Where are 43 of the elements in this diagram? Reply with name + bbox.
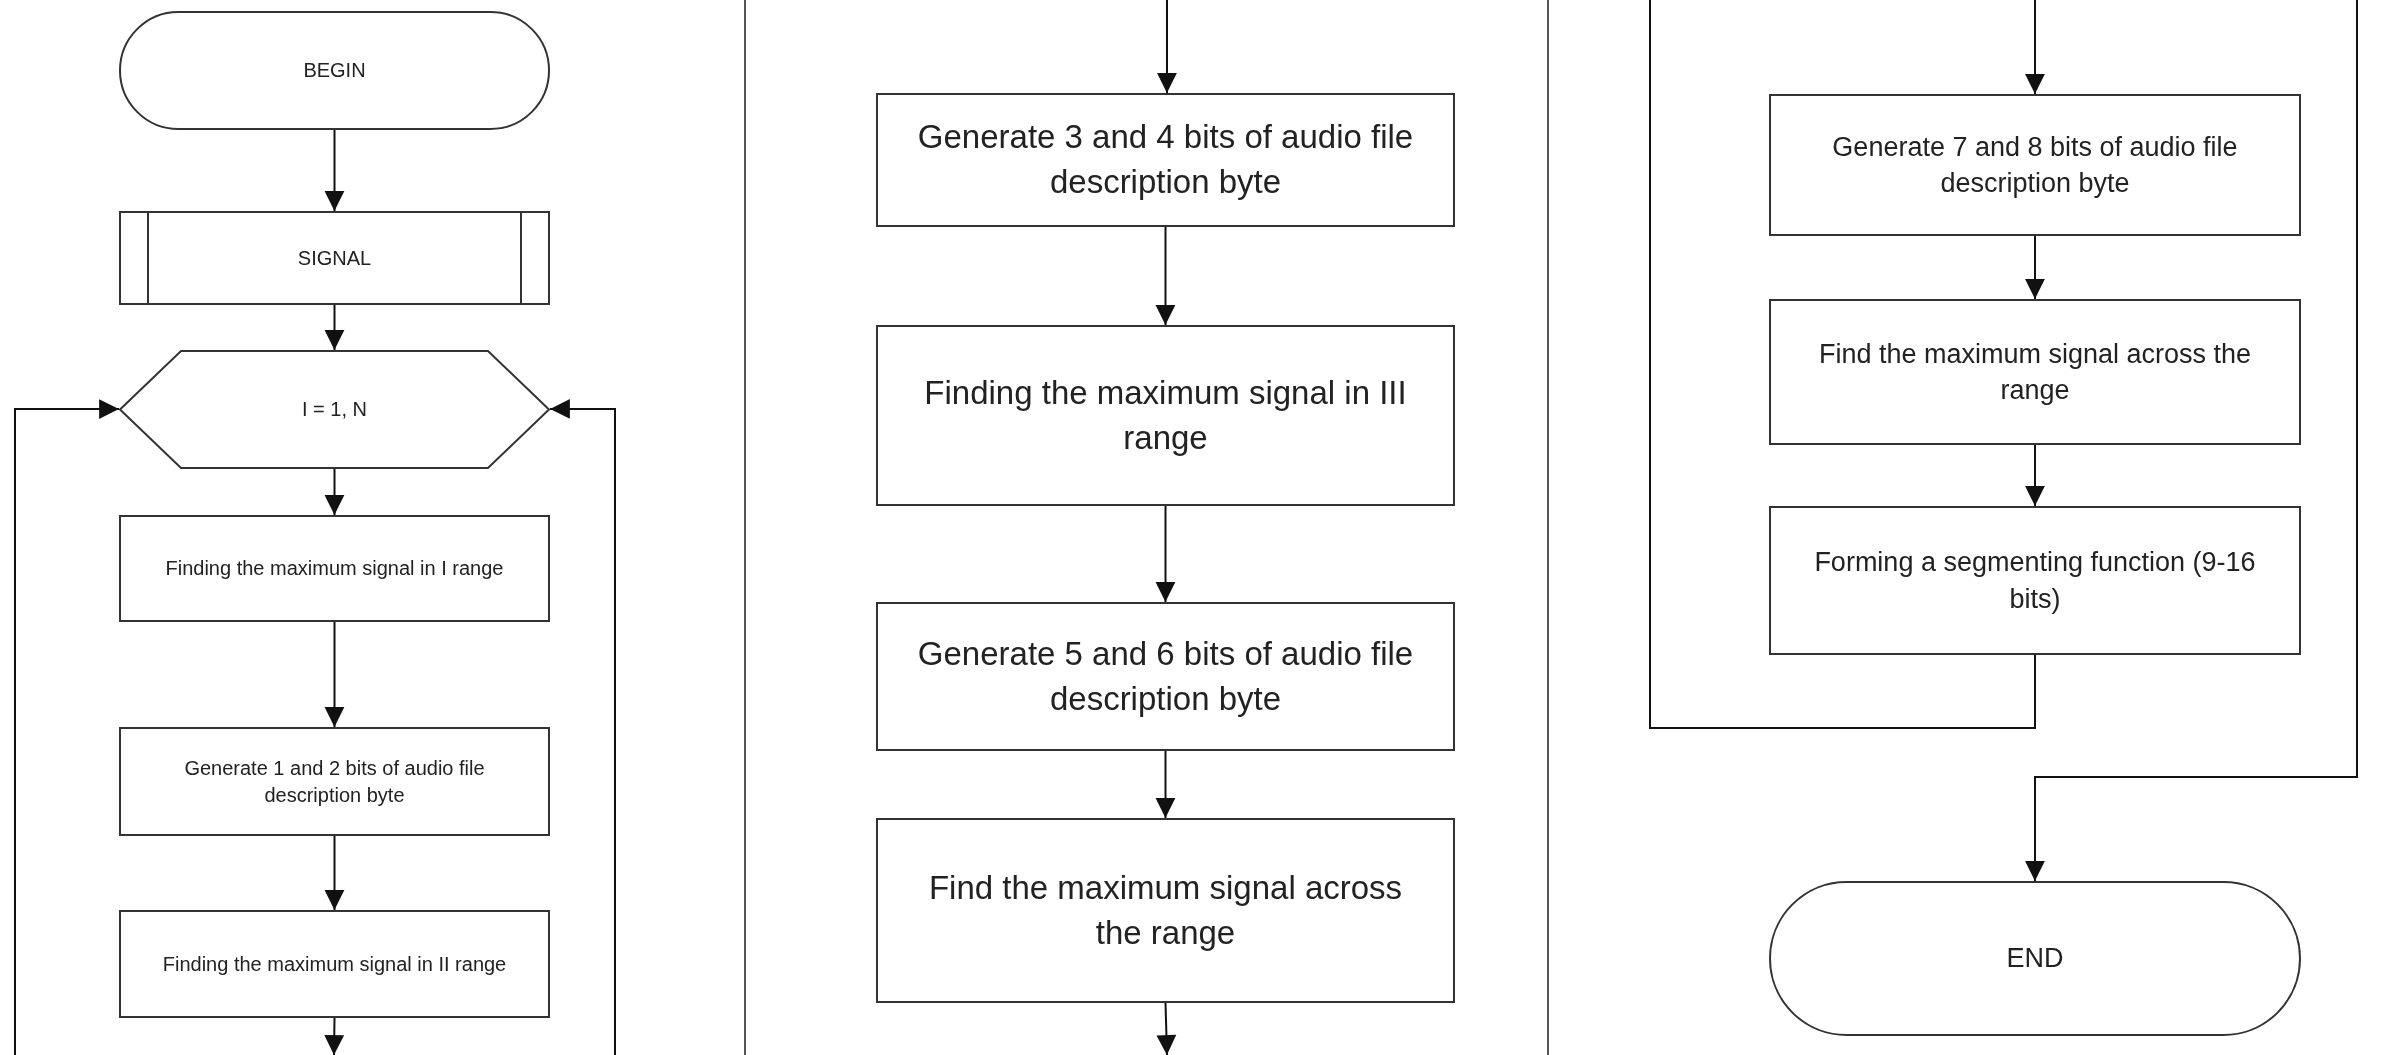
- arrow: [324, 621, 345, 728]
- arrow: [549, 399, 616, 1055]
- subroutine-box: [119, 211, 550, 305]
- node-text: Generate 1 and 2 bits of audio file description byte: [183, 755, 486, 808]
- process-box: [119, 727, 550, 836]
- process-box: [119, 910, 550, 1018]
- node-text: Generate 5 and 6 bits of audio file description byte: [916, 633, 1415, 719]
- arrow: [324, 835, 345, 911]
- arrow: [324, 129, 345, 212]
- node-text: SIGNAL: [297, 245, 372, 271]
- node-text: I = 1, N: [302, 397, 367, 422]
- node-text: Generate 7 and 8 bits of audio file description byte: [1831, 130, 2239, 200]
- arrow: [324, 1017, 345, 1055]
- arrow: [324, 468, 345, 516]
- node-text: Generate 3 and 4 bits of audio file description byte: [916, 117, 1415, 202]
- node-text: END: [2006, 942, 2064, 976]
- arrow: [1155, 505, 1176, 603]
- arrow: [2025, 0, 2358, 882]
- arrow: [1155, 226, 1176, 326]
- arrow: [1156, 1002, 1177, 1055]
- arrow: [1155, 750, 1176, 819]
- arrow: [2025, 444, 2045, 507]
- node-text: Finding the maximum signal in II range: [162, 951, 507, 977]
- arrow: [14, 399, 120, 1055]
- node-text: BEGIN: [303, 58, 366, 83]
- node-text: Find the maximum signal across the range: [927, 867, 1404, 953]
- arrow: [1157, 0, 1177, 94]
- node-text: Finding the maximum signal in III range: [923, 372, 1408, 458]
- process-box: [876, 93, 1455, 227]
- node-text: Find the maximum signal across the range: [1817, 337, 2253, 407]
- process-box: [1769, 94, 2301, 236]
- node-text: Finding the maximum signal in I range: [165, 556, 504, 581]
- loop-hexagon: [119, 350, 550, 469]
- arrow: [324, 304, 345, 351]
- process-box: [119, 515, 550, 622]
- arrow: [2025, 235, 2045, 300]
- arrow: [2025, 0, 2045, 95]
- process-box: [876, 818, 1455, 1003]
- process-box: [1769, 506, 2301, 655]
- process-box: [876, 602, 1455, 751]
- process-box: [876, 325, 1455, 506]
- process-box: [1769, 299, 2301, 445]
- node-text: Forming a segmenting function (9-16 bits): [1813, 546, 2257, 616]
